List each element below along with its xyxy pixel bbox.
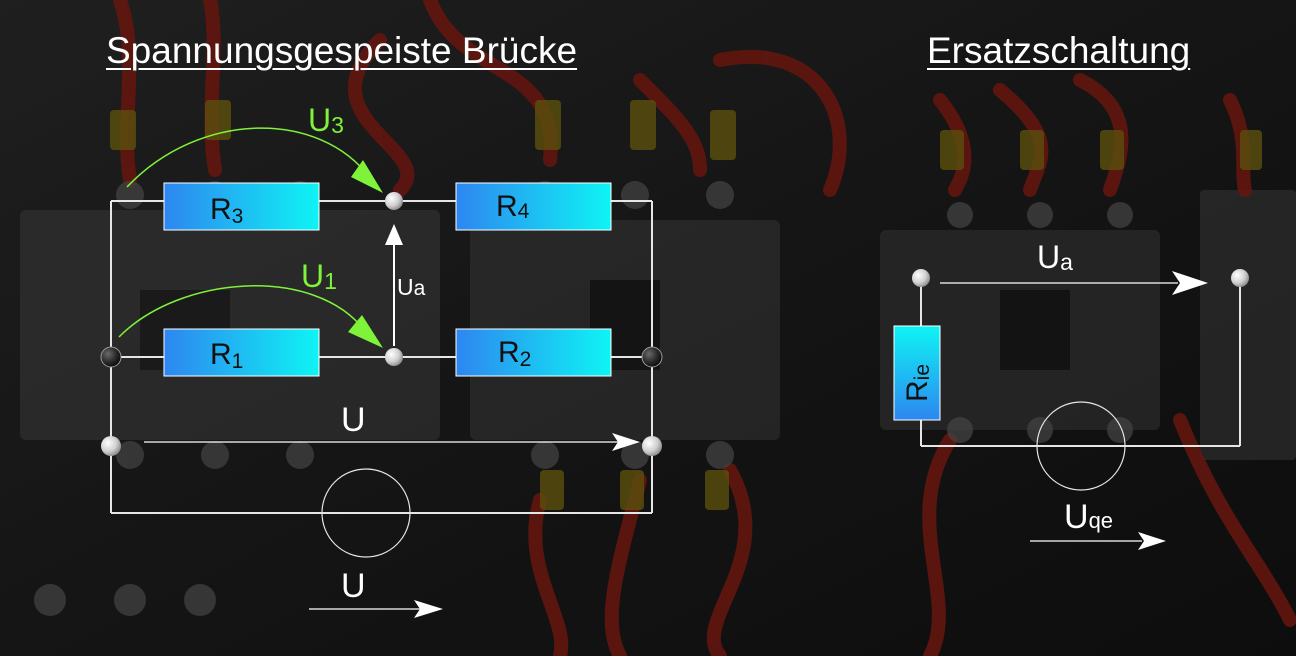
svg-text:Rie: Rie [901,364,934,402]
bridge-node-left [100,346,122,368]
svg-text:R2: R2 [498,336,531,371]
svg-text:R1: R1 [210,338,243,373]
equivalent-source-circle [1036,401,1126,491]
resistor-r3-letter: R [210,193,232,226]
equivalent-circuit-title: Ersatzschaltung [927,30,1191,71]
resistor-r1: R1 [163,328,320,377]
resistor-r1-letter: R [210,338,232,371]
source-voltage-arrow [309,600,443,618]
resistor-r4-index: 4 [518,200,530,223]
voltage-u-arrow [144,433,640,451]
equivalent-terminal-right [1231,269,1249,287]
bridge-node-right [641,346,663,368]
resistor-r1-index: 1 [232,350,244,373]
voltage-ua-label: Ua [397,274,426,300]
equivalent-uqe-letter: U [1064,498,1089,536]
svg-text:R4: R4 [496,190,530,223]
voltage-u-label: U [341,401,366,439]
voltage-ua-index: a [414,277,426,300]
source-voltage-label: U [341,567,366,605]
equivalent-terminal-left [912,269,930,287]
resistor-r3-index: 3 [232,205,244,228]
resistor-r4-letter: R [496,190,518,223]
voltage-u1-index: 1 [324,268,337,294]
bridge-node-top-middle [385,192,403,210]
voltage-u-terminal-left [101,436,121,456]
voltage-u1-arrow [118,285,383,348]
voltage-u3-index: 3 [331,112,344,138]
equivalent-ua-label: Ua [1037,239,1073,275]
equivalent-ua-letter: U [1037,239,1060,275]
voltage-u3-label: U3 [308,102,344,138]
voltage-u-terminal-right [642,436,662,456]
equivalent-uqe-index: qe [1089,508,1113,533]
resistor-r2: R2 [455,328,612,377]
bridge-title: Spannungsgespeiste Brücke [106,30,578,71]
resistor-r2-letter: R [498,336,520,369]
bridge-node-bottom-middle [385,348,403,366]
equivalent-ua-arrow [940,271,1208,295]
resistor-r2-index: 2 [520,348,532,371]
voltage-u3-arrow [126,127,383,193]
voltage-ua-letter: U [397,274,414,300]
voltage-u3-letter: U [308,102,331,138]
voltage-ua-arrow [385,224,403,346]
voltage-u1-label: U1 [301,258,337,294]
resistor-rie-letter: R [901,380,934,402]
resistor-r4: R4 [455,182,612,231]
equivalent-ua-index: a [1060,249,1073,275]
equivalent-uqe-label: Uqe [1064,498,1113,536]
voltage-u1-letter: U [301,258,324,294]
resistor-rie-index: ie [911,364,934,380]
svg-text:R3: R3 [210,193,243,228]
voltage-source-circle [321,468,411,558]
equivalent-wires [920,278,1241,447]
resistor-rie: Rie [893,325,941,421]
resistor-r3: R3 [163,182,320,231]
equivalent-uqe-arrow [1030,532,1166,550]
